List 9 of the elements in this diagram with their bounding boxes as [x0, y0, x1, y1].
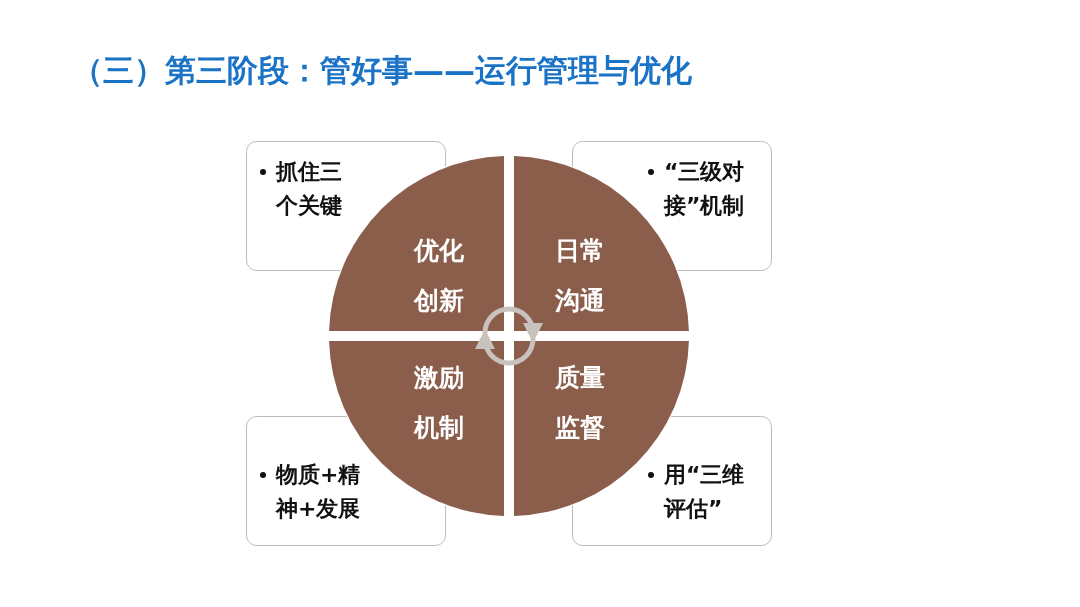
title: （三）第三阶段：管好事——运行管理与优化	[72, 51, 692, 90]
box-text: “三级对接”机制	[664, 158, 746, 220]
quadrant-label: 日常沟通	[554, 235, 606, 317]
box-text: 用“三维评估”	[664, 461, 746, 523]
quadrant-label: 激励机制	[412, 362, 465, 444]
quadrant-label: 优化创新	[412, 235, 465, 317]
box-text: 抓住三个关键	[276, 158, 343, 220]
box-text: 物质+精神+发展	[276, 461, 362, 523]
quadrant-label: 质量监督	[554, 362, 606, 444]
